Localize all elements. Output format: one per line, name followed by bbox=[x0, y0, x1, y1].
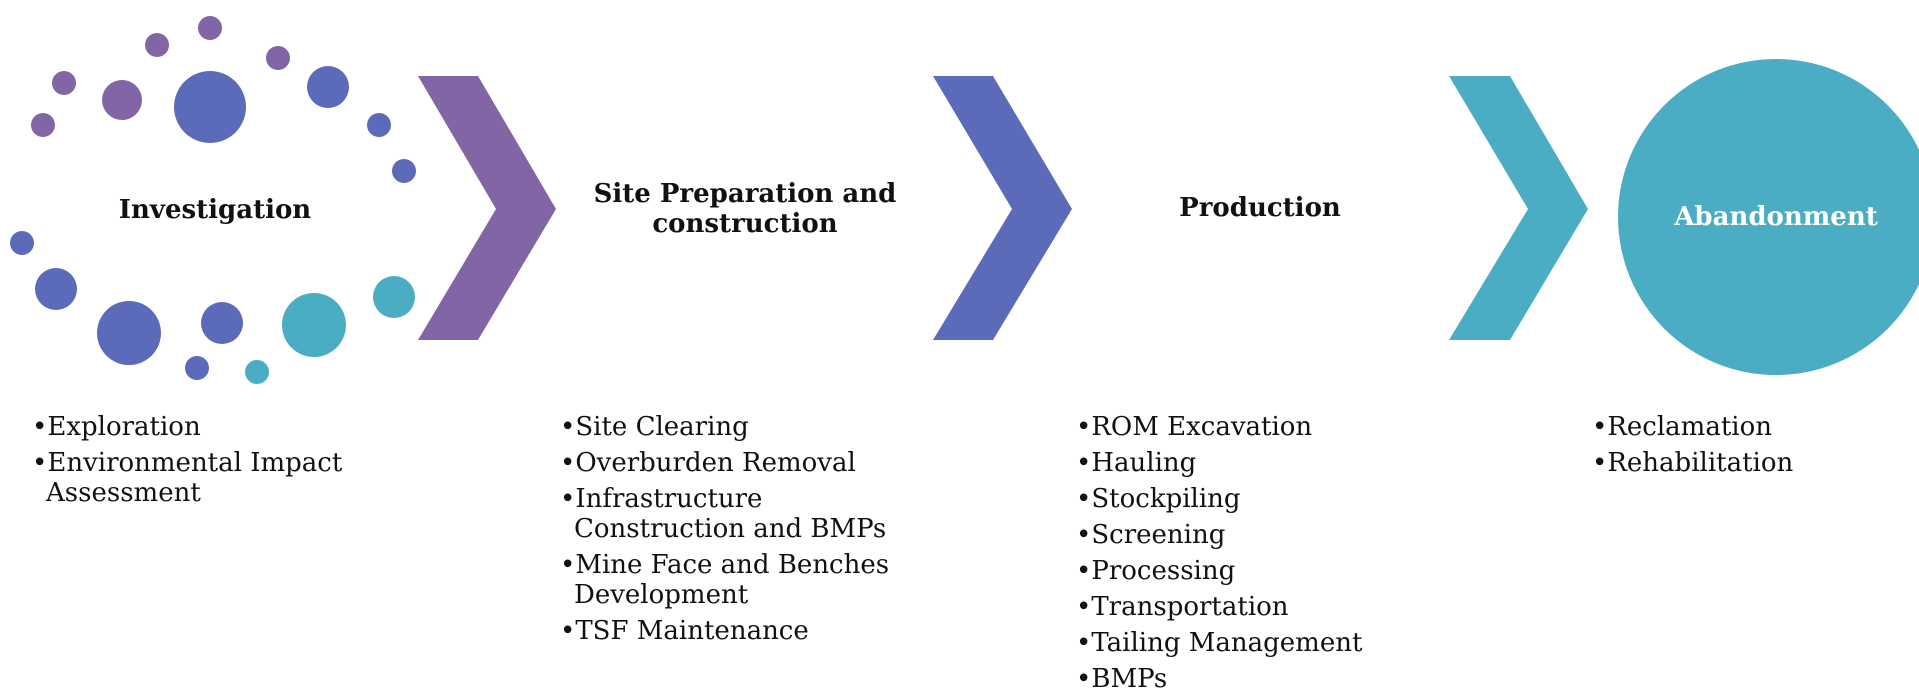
decorative-dot bbox=[102, 80, 142, 120]
list-item: Screening bbox=[1076, 520, 1456, 550]
investigation-dot-ring-icon bbox=[10, 16, 416, 384]
list-item: Transportation bbox=[1076, 592, 1456, 622]
decorative-dot bbox=[185, 356, 209, 380]
decorative-dot bbox=[174, 71, 246, 143]
production-items-list: ROM Excavation Hauling Stockpiling Scree… bbox=[1076, 412, 1456, 700]
chevron-arrow-icon bbox=[418, 76, 556, 340]
list-item: TSF Maintenance bbox=[560, 616, 940, 646]
decorative-dot bbox=[97, 301, 161, 365]
decorative-dot bbox=[373, 276, 415, 318]
decorative-dot bbox=[245, 360, 269, 384]
decorative-dot bbox=[145, 33, 169, 57]
list-item: Infrastructure Construction and BMPs bbox=[560, 484, 940, 544]
list-item: Processing bbox=[1076, 556, 1456, 586]
list-item: ROM Excavation bbox=[1076, 412, 1456, 442]
stage-title-investigation: Investigation bbox=[118, 195, 312, 225]
chevron-arrow-icon bbox=[1449, 76, 1588, 340]
list-item: Overburden Removal bbox=[560, 448, 940, 478]
abandonment-circle-icon bbox=[1618, 59, 1919, 375]
list-item: BMPs bbox=[1076, 664, 1456, 694]
list-item: Exploration bbox=[32, 412, 392, 442]
list-item: Stockpiling bbox=[1076, 484, 1456, 514]
decorative-dot bbox=[392, 159, 416, 183]
decorative-dot bbox=[35, 268, 77, 310]
list-item: Hauling bbox=[1076, 448, 1456, 478]
abandonment-items-list: Reclamation Rehabilitation bbox=[1592, 412, 1912, 484]
list-item: Site Clearing bbox=[560, 412, 940, 442]
stage-title-site-preparation: Site Preparation and construction bbox=[593, 179, 897, 239]
list-item: Environmental Impact Assessment bbox=[32, 448, 392, 508]
investigation-items-list: Exploration Environmental Impact Assessm… bbox=[32, 412, 392, 514]
decorative-dot bbox=[10, 231, 34, 255]
decorative-dot bbox=[266, 46, 290, 70]
list-item: Mine Face and Benches Development bbox=[560, 550, 940, 610]
decorative-dot bbox=[201, 302, 243, 344]
list-item: Rehabilitation bbox=[1592, 448, 1912, 478]
stage-title-production: Production bbox=[1179, 193, 1341, 223]
decorative-dot bbox=[52, 71, 76, 95]
decorative-dot bbox=[198, 16, 222, 40]
site-preparation-items-list: Site Clearing Overburden Removal Infrast… bbox=[560, 412, 940, 652]
chevron-arrow-icon bbox=[933, 76, 1072, 340]
list-item: Reclamation bbox=[1592, 412, 1912, 442]
decorative-dot bbox=[31, 113, 55, 137]
list-item: Tailing Management bbox=[1076, 628, 1456, 658]
decorative-dot bbox=[282, 293, 346, 357]
stage-title-abandonment: Abandonment bbox=[1674, 202, 1878, 232]
decorative-dot bbox=[307, 66, 349, 108]
decorative-dot bbox=[367, 113, 391, 137]
